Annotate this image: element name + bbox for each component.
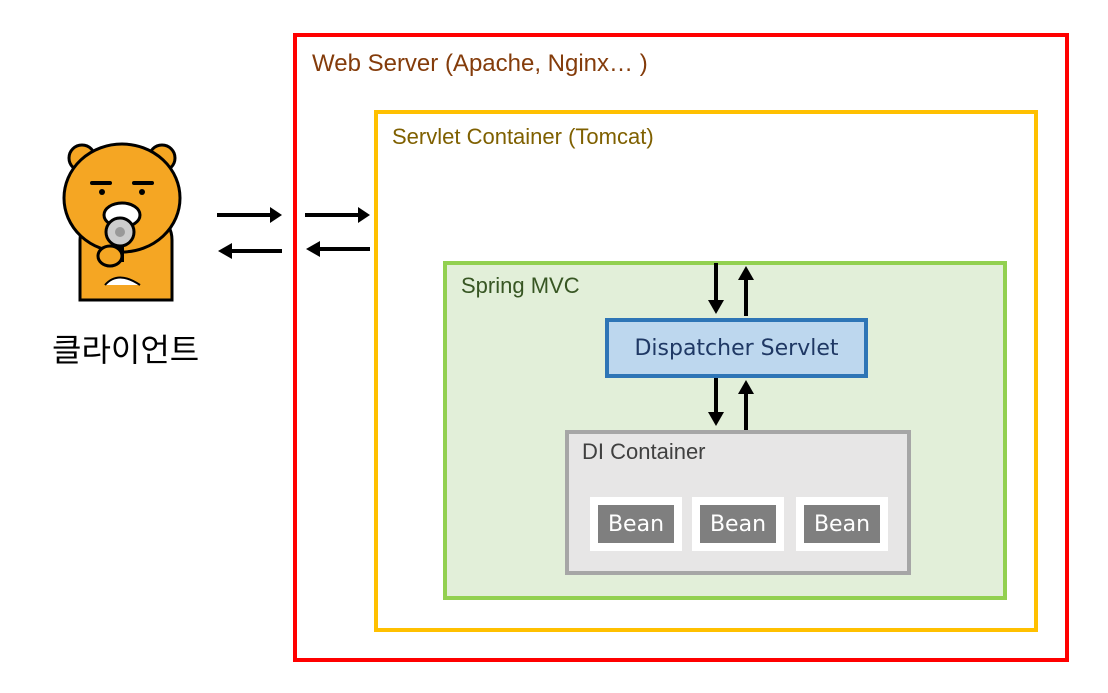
- web-server-box: [293, 33, 1069, 662]
- dispatcher-servlet-label: Dispatcher Servlet: [634, 335, 839, 361]
- client-request-arrow: [217, 207, 282, 223]
- bean-box: Bean: [692, 497, 784, 551]
- bean-box: Bean: [796, 497, 888, 551]
- server-request-arrow: [305, 207, 370, 223]
- client-character-icon: [62, 142, 182, 302]
- web-server-label: Web Server (Apache, Nginx… ): [312, 50, 648, 77]
- servlet-container-label: Servlet Container (Tomcat): [392, 124, 654, 149]
- bean-label: Bean: [700, 505, 776, 543]
- client-label: 클라이언트: [52, 331, 200, 369]
- servlet-container-box: [374, 110, 1038, 632]
- bean-label: Bean: [804, 505, 880, 543]
- bean-box: Bean: [590, 497, 682, 551]
- di-container-label: DI Container: [582, 439, 706, 464]
- server-response-arrow: [306, 241, 370, 257]
- dispatcher-servlet-box: Dispatcher Servlet: [605, 318, 868, 378]
- client-response-arrow: [218, 243, 282, 259]
- bean-label: Bean: [598, 505, 674, 543]
- spring-mvc-label: Spring MVC: [461, 273, 580, 298]
